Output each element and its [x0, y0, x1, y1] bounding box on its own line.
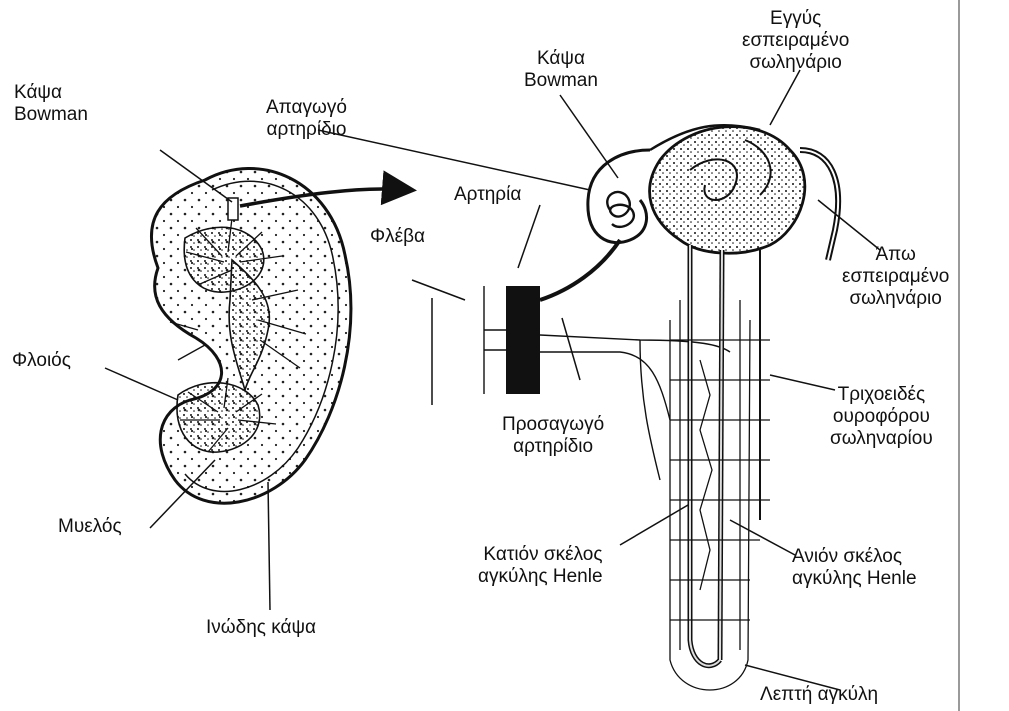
label-line: Εγγύς [742, 8, 849, 30]
label-line: σωληνάριο [742, 52, 849, 74]
kidney-section [151, 169, 350, 504]
convoluted-tubules [650, 127, 805, 254]
label-line: σωληνάριο [842, 288, 949, 310]
bowman-capsule [588, 150, 650, 243]
label-cortex: Φλοιός [12, 350, 71, 372]
label-proximal-tubule: Εγγύς εσπειραμένο σωληνάριο [742, 8, 849, 74]
label-line: αγκύλης Henle [478, 566, 603, 588]
label-line: εσπειραμένο [842, 266, 949, 288]
label-afferent-arteriole: Προσαγωγό αρτηρίδιο [502, 414, 604, 458]
label-line: Προσαγωγό [502, 414, 604, 436]
label-bowman-capsule-left: Κάψα Bowman [14, 82, 88, 126]
label-efferent-arteriole: Απαγωγό αρτηρίδιο [266, 97, 347, 141]
label-line: Άπω [842, 244, 949, 266]
label-line: Κάψα [524, 48, 598, 70]
sample-nephron-marker [228, 198, 238, 220]
afferent-arteriole [540, 240, 620, 300]
label-line: Ανιόν σκέλος [792, 546, 917, 568]
label-line: ουροφόρου [830, 406, 933, 428]
label-artery: Αρτηρία [454, 184, 521, 206]
label-line: σωληναρίου [830, 428, 933, 450]
label-line: αρτηρίδιο [266, 119, 347, 141]
label-ascending-limb: Ανιόν σκέλος αγκύλης Henle [792, 546, 917, 590]
label-line: Bowman [524, 70, 598, 92]
label-line: Bowman [14, 104, 88, 126]
label-bowman-capsule-right: Κάψα Bowman [524, 48, 598, 92]
label-line: Κατιόν σκέλος [478, 544, 603, 566]
glomerulus [607, 192, 634, 227]
label-line: εσπειραμένο [742, 30, 849, 52]
label-fibrous-capsule: Ινώδης κάψα [206, 617, 316, 639]
label-line: Τριχοειδές [830, 384, 933, 406]
label-thin-loop: Λεπτή αγκύλη [760, 684, 878, 706]
label-vein: Φλέβα [370, 226, 425, 248]
label-line: αρτηρίδιο [502, 436, 604, 458]
label-line: Κάψα [14, 82, 88, 104]
label-descending-limb: Κατιόν σκέλος αγκύλης Henle [478, 544, 603, 588]
label-distal-tubule: Άπω εσπειραμένο σωληνάριο [842, 244, 949, 310]
label-medulla: Μυελός [58, 516, 122, 538]
label-peritubular-capillaries: Τριχοειδές ουροφόρου σωληναρίου [830, 384, 933, 450]
nephron [432, 125, 838, 690]
label-line: αγκύλης Henle [792, 568, 917, 590]
loop-of-henle-descending [690, 245, 720, 666]
artery-block [506, 286, 540, 394]
label-line: Απαγωγό [266, 97, 347, 119]
